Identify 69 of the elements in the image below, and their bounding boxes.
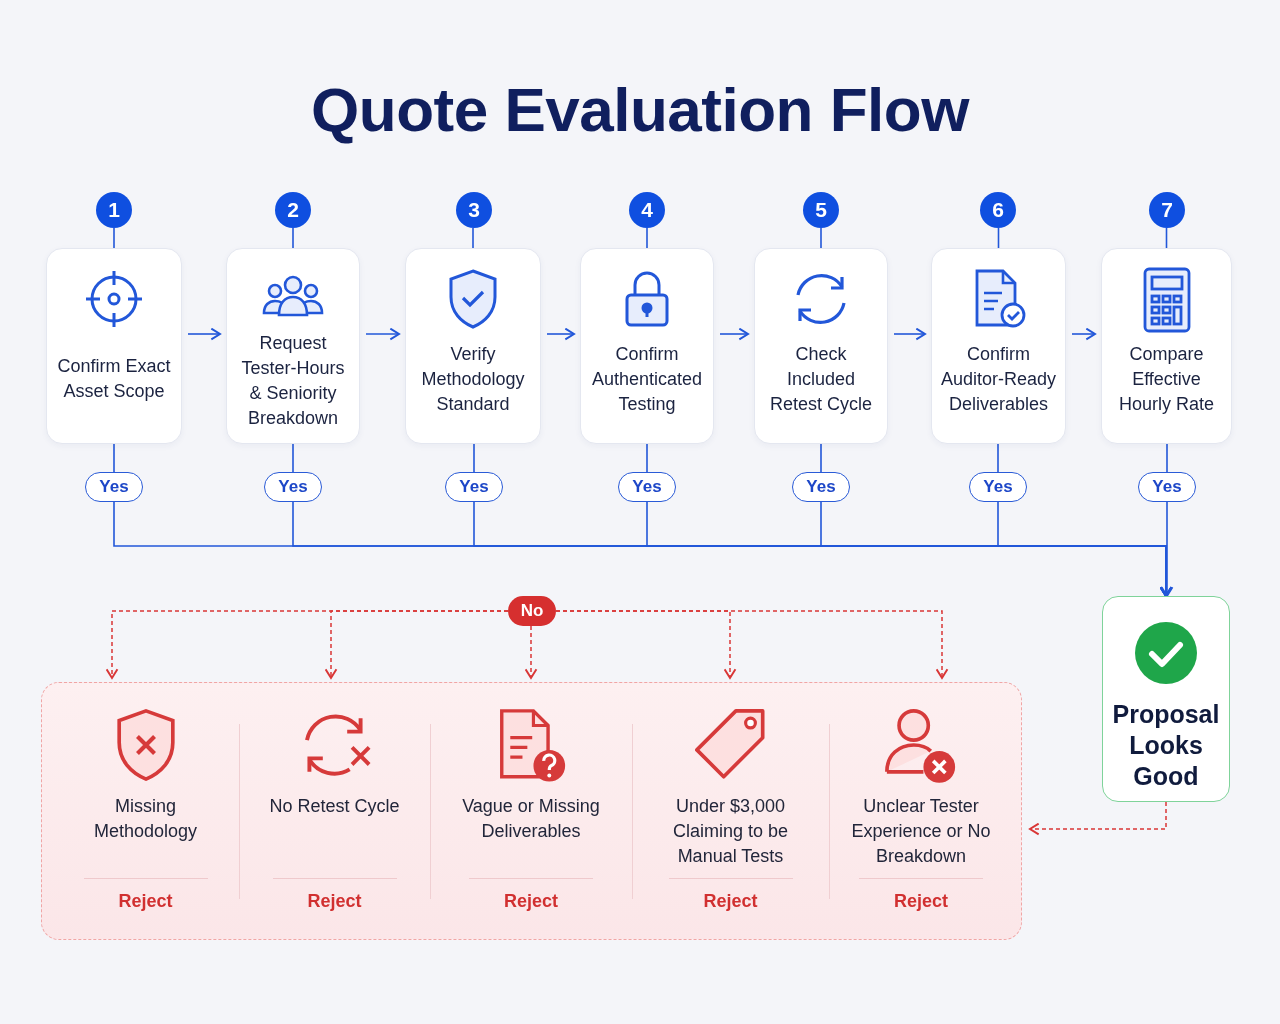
connector-line: [646, 227, 648, 249]
step-card: [931, 248, 1066, 444]
yes-pill: Yes: [264, 472, 322, 502]
step-number: 5: [803, 192, 839, 228]
connector-line: [113, 227, 115, 249]
arrow: [997, 501, 1173, 597]
reject-label: Reject: [118, 891, 173, 912]
reject-label: Reject: [504, 891, 558, 912]
connector-line: [997, 443, 999, 473]
arrow: [1029, 801, 1167, 836]
arrow: [365, 327, 400, 341]
arrow: [555, 610, 949, 679]
reject-label: Reject: [894, 891, 948, 912]
step-number: 4: [629, 192, 665, 228]
connector-line: [997, 227, 1000, 249]
yes-pill: Yes: [85, 472, 143, 502]
reject-panel: [41, 682, 1022, 940]
reject-reason: Under $3,000 Claiming to be Manual Tests: [671, 795, 790, 868]
step-number: 1: [96, 192, 132, 228]
reject-reason: Unclear Tester Experience or No Breakdown: [850, 795, 992, 868]
step-card: [46, 248, 182, 444]
step-title: Confirm Auditor-Ready Deliverables: [939, 342, 1058, 416]
connector-line: [820, 443, 822, 473]
connector-line: [646, 443, 648, 473]
connector-line: [292, 227, 294, 249]
connector-line: [1166, 443, 1168, 473]
arrow: [187, 327, 221, 341]
yes-pill: Yes: [1138, 472, 1196, 502]
step-title: Check Included Retest Cycle: [768, 342, 873, 416]
yes-pill: Yes: [969, 472, 1027, 502]
step-card: [754, 248, 888, 444]
step-title: Verify Methodology Standard: [420, 342, 526, 416]
connector-line: [113, 443, 115, 473]
arrow: [546, 327, 575, 341]
arrow: [893, 327, 926, 341]
connector-line: [820, 227, 822, 249]
diagram-title: Quote Evaluation Flow: [310, 74, 971, 145]
step-number: 3: [456, 192, 492, 228]
arrow: [1071, 327, 1096, 341]
yes-pill: Yes: [618, 472, 676, 502]
yes-pill: Yes: [792, 472, 850, 502]
arrow: [1160, 501, 1174, 597]
yes-pill: Yes: [445, 472, 503, 502]
result-card: [1102, 596, 1230, 802]
arrow: [324, 610, 509, 679]
step-number: 2: [275, 192, 311, 228]
result-title: Proposal Looks Good: [1111, 699, 1221, 792]
connector-line: [292, 443, 294, 473]
arrow: [719, 327, 749, 341]
step-card: [580, 248, 714, 444]
step-card: [1101, 248, 1232, 444]
step-title: Compare Effective Hourly Rate: [1117, 342, 1215, 416]
connector-line: [473, 443, 475, 473]
reject-reason: No Retest Cycle: [268, 795, 401, 818]
step-title: Confirm Authenticated Testing: [590, 342, 704, 416]
no-pill: No: [508, 596, 556, 626]
step-title: Confirm Exact Asset Scope: [56, 355, 172, 403]
step-number: 7: [1149, 192, 1185, 228]
reject-label: Reject: [703, 891, 758, 912]
arrow: [524, 625, 538, 679]
reject-reason: Missing Methodology: [92, 795, 199, 843]
step-number: 6: [980, 192, 1016, 228]
step-title: Request Tester-Hours & Seniority Breakdown: [240, 332, 346, 430]
reject-label: Reject: [307, 891, 362, 912]
reject-reason: Vague or Missing Deliverables: [461, 795, 601, 843]
connector-line: [472, 227, 474, 249]
connector-line: [1165, 227, 1168, 249]
step-card: [405, 248, 541, 444]
step-card: [226, 248, 360, 444]
